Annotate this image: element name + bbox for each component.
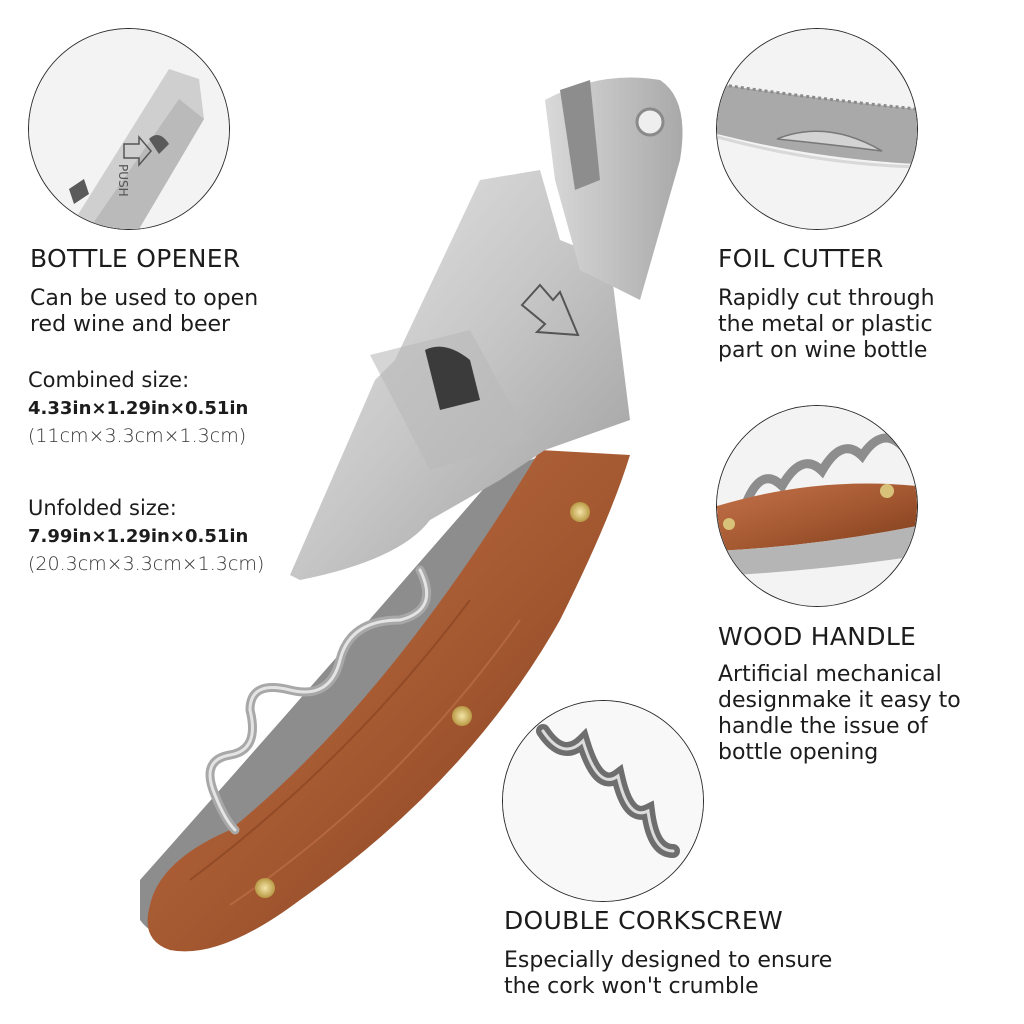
push-label: PUSH [116, 164, 130, 197]
bottle-opener-title: BOTTLE OPENER [30, 244, 241, 273]
combined-size-spec: Combined size: 4.33in×1.29in×0.51in (11c… [28, 368, 249, 447]
foil-cutter-closeup-image [716, 28, 918, 230]
bottle-opener-closeup-image: PUSH [28, 28, 230, 230]
double-corkscrew-title: DOUBLE CORKSCREW [504, 906, 783, 935]
foil-cutter-title: FOIL CUTTER [718, 244, 884, 273]
bottle-opener-description: Can be used to open red wine and beer [30, 286, 259, 337]
double-corkscrew-closeup-image [502, 700, 704, 902]
double-corkscrew-description: Especially designed to ensure the cork w… [504, 948, 833, 999]
unfolded-size-spec: Unfolded size: 7.99in×1.29in×0.51in (20.… [28, 496, 265, 575]
wood-handle-closeup-image [716, 405, 918, 607]
wood-handle-title: WOOD HANDLE [718, 622, 917, 651]
wood-handle-description: Artificial mechanical designmake it easy… [718, 662, 961, 765]
foil-cutter-description: Rapidly cut through the metal or plastic… [718, 286, 935, 363]
